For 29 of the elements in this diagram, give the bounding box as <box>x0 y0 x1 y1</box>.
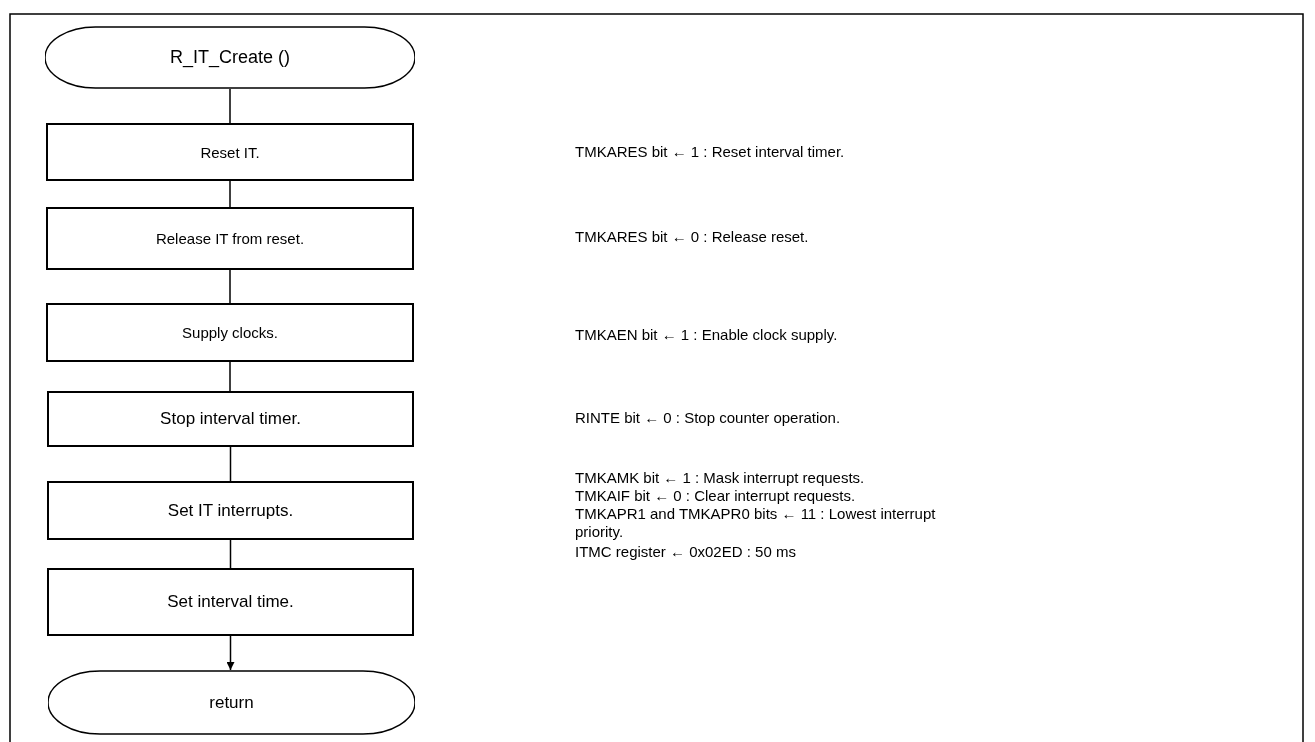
register-note: RINTE bit ← 0 : Stop counter operation. <box>575 409 842 427</box>
register-note: ITMC register ← 0x02ED : 50 ms <box>575 543 797 561</box>
register-note: TMKAPR1 and TMKAPR0 bits ← 11 : Lowest interrupt priority. <box>575 505 937 541</box>
connector-line <box>229 446 232 482</box>
step-label: Supply clocks. <box>182 324 278 341</box>
process-box <box>46 207 414 270</box>
connector-line <box>229 269 231 304</box>
process-box <box>47 391 414 447</box>
step-label: Set IT interrupts. <box>167 500 294 521</box>
step-label: R_IT_Create () <box>169 47 290 68</box>
register-note: TMKAIF bit ← 0 : Clear interrupt requests. <box>575 487 857 505</box>
step-label: return <box>209 692 254 713</box>
register-note: TMKAEN bit ← 1 : Enable clock supply. <box>575 326 839 344</box>
step-label: Release IT from reset. <box>155 230 305 247</box>
register-note: TMKARES bit ← 0 : Release reset. <box>575 228 810 246</box>
process-box <box>46 123 414 181</box>
register-note: TMKAMK bit ← 1 : Mask interrupt requests. <box>575 469 866 487</box>
arrow <box>226 635 235 671</box>
connector-line <box>229 180 231 208</box>
register-note: TMKARES bit ← 1 : Reset interval timer. <box>575 143 846 161</box>
step-label: Reset IT. <box>200 143 260 161</box>
connector-line <box>229 88 231 124</box>
step-label: Stop interval timer. <box>160 409 301 429</box>
step-label: Set interval time. <box>167 592 294 612</box>
connector-line <box>229 539 232 569</box>
process-box <box>46 303 414 362</box>
connector-line <box>229 361 231 392</box>
process-box <box>47 481 414 540</box>
process-box <box>47 568 414 636</box>
